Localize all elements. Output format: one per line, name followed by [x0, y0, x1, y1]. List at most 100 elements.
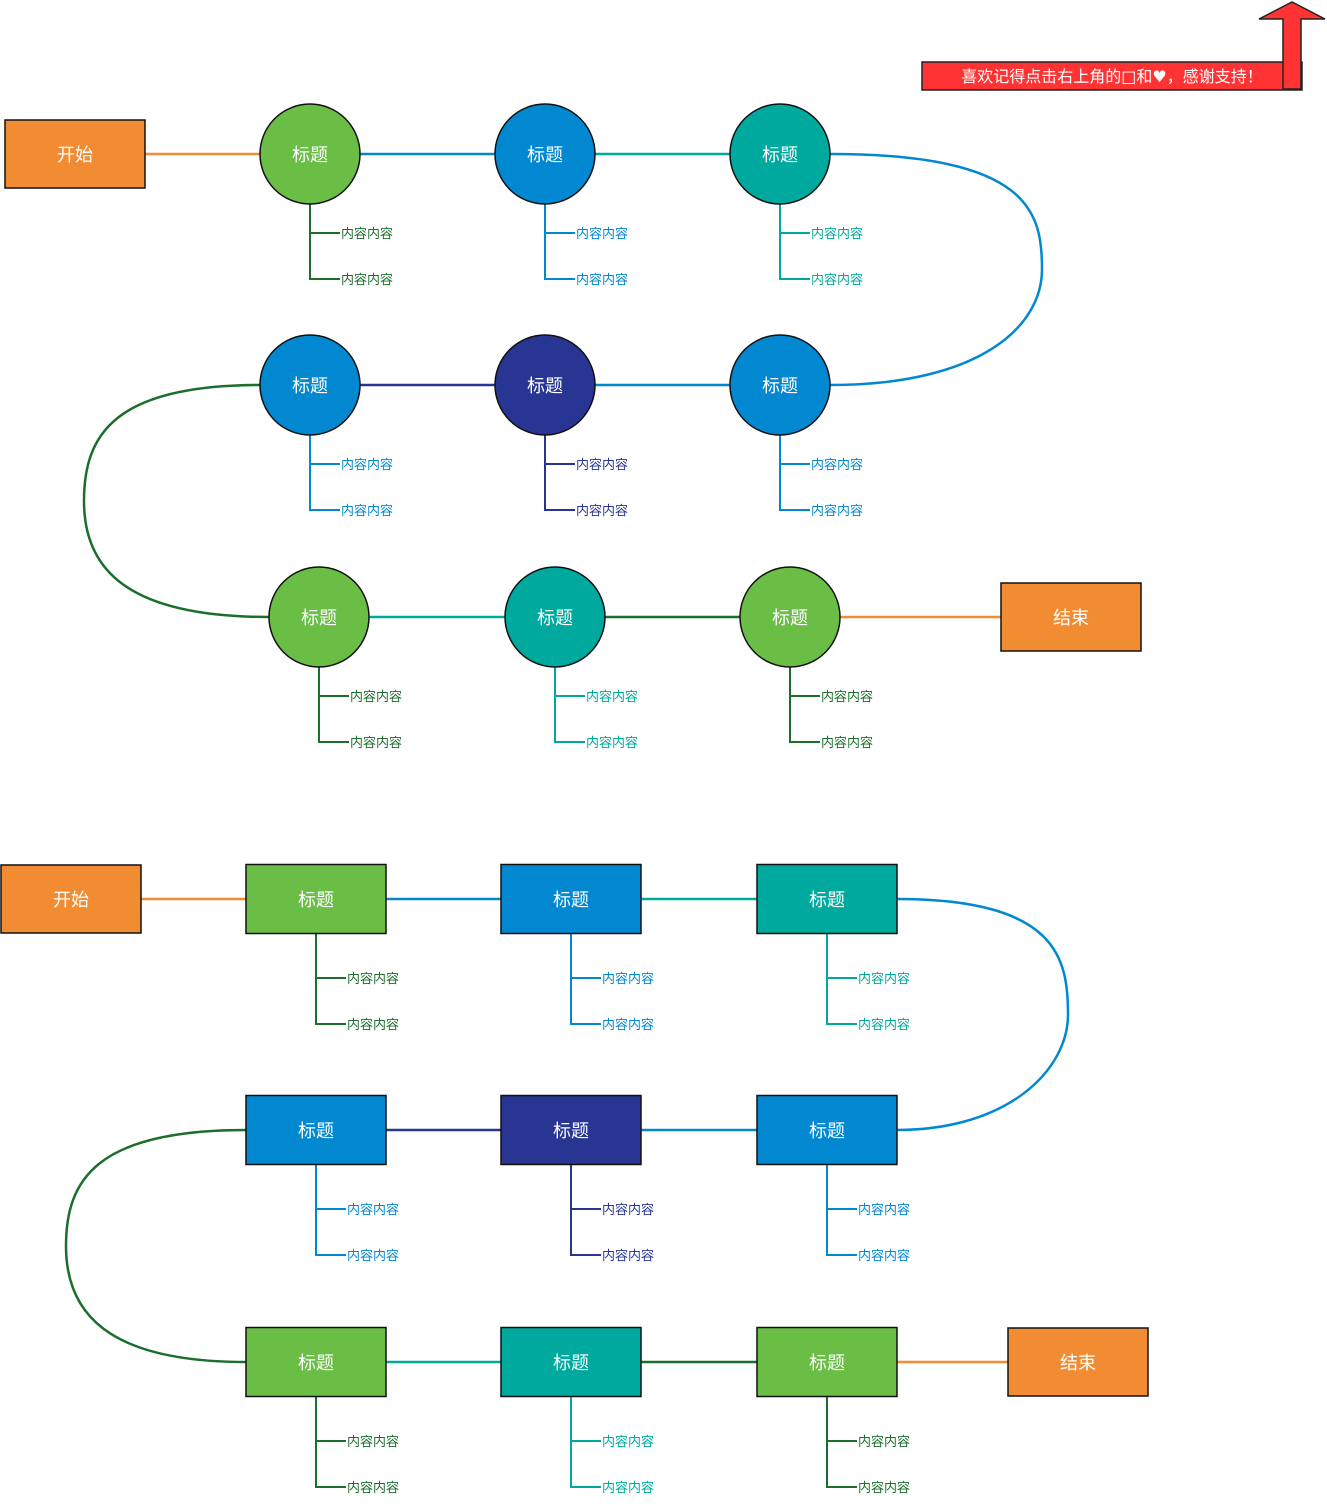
start-node[interactable]: 开始	[0, 864, 142, 934]
banner-text: 喜欢记得点击右上角的□和♥，感谢支持！	[961, 67, 1262, 86]
title-node[interactable]: 标题	[500, 1094, 642, 1166]
title-node-label: 标题	[292, 376, 328, 397]
title-node-label: 标题	[298, 1121, 334, 1142]
title-node-circle	[494, 103, 596, 205]
title-node[interactable]: 标题	[268, 566, 370, 668]
curve-connector-right	[829, 152, 1044, 387]
content-item: 内容内容	[602, 1248, 654, 1264]
end-node-box	[1000, 582, 1142, 652]
title-node[interactable]: 标题	[500, 1326, 642, 1398]
title-node-label: 标题	[292, 145, 328, 166]
curve-connector-left	[64, 1128, 247, 1364]
like-reminder-banner[interactable]: 喜欢记得点击右上角的□和♥，感谢支持！	[921, 1, 1326, 91]
content-item: 内容内容	[341, 272, 393, 288]
up-arrow-icon	[1258, 1, 1326, 90]
branch-line	[570, 1396, 601, 1488]
title-node-label: 标题	[762, 145, 798, 166]
title-node[interactable]: 标题	[245, 863, 387, 935]
title-node[interactable]: 标题	[245, 1326, 387, 1398]
content-item: 内容内容	[811, 226, 863, 242]
title-node-box	[500, 863, 642, 935]
title-node[interactable]: 标题	[504, 566, 606, 668]
title-node-label: 标题	[553, 1121, 589, 1142]
content-item: 内容内容	[576, 226, 628, 242]
title-node-label: 标题	[553, 890, 589, 911]
title-node-box	[500, 1094, 642, 1166]
title-node[interactable]: 标题	[259, 103, 361, 205]
title-node-box	[245, 863, 387, 935]
start-node[interactable]: 开始	[4, 119, 146, 189]
branch-line	[544, 204, 575, 280]
title-node[interactable]: 标题	[756, 1094, 898, 1166]
content-item: 内容内容	[341, 457, 393, 473]
title-node-label: 标题	[762, 376, 798, 397]
branch-line	[309, 435, 340, 511]
branch-line	[315, 1164, 346, 1256]
title-node-label: 标题	[537, 608, 573, 629]
content-item: 内容内容	[602, 1202, 654, 1218]
title-node[interactable]: 标题	[756, 863, 898, 935]
title-node-box	[500, 1326, 642, 1398]
start-node-label: 开始	[53, 890, 89, 911]
title-node[interactable]: 标题	[739, 566, 841, 668]
title-node-circle	[259, 334, 361, 436]
title-node-label: 标题	[298, 890, 334, 911]
branch-line	[570, 933, 601, 1025]
curve-connector-left	[82, 383, 270, 619]
content-item: 内容内容	[341, 226, 393, 242]
start-node-label: 开始	[57, 145, 93, 166]
title-node[interactable]: 标题	[245, 1094, 387, 1166]
content-item: 内容内容	[341, 503, 393, 519]
title-node-box	[245, 1094, 387, 1166]
flowchart-rect-nodes: 开始结束内容内容内容内容标题内容内容内容内容标题内容内容内容内容标题内容内容内容…	[0, 863, 1149, 1496]
title-node-label: 标题	[301, 608, 337, 629]
content-item: 内容内容	[347, 1248, 399, 1264]
branch-line	[789, 667, 820, 743]
end-node[interactable]: 结束	[1000, 582, 1142, 652]
content-item: 内容内容	[350, 689, 402, 705]
title-node-box	[756, 1326, 898, 1398]
branch-line	[315, 1396, 346, 1488]
content-item: 内容内容	[586, 689, 638, 705]
branch-line	[826, 933, 857, 1025]
branch-line	[826, 1396, 857, 1488]
title-node[interactable]: 标题	[729, 103, 831, 205]
title-node-box	[756, 863, 898, 935]
title-node[interactable]: 标题	[494, 103, 596, 205]
branch-line	[826, 1164, 857, 1256]
title-node-circle	[739, 566, 841, 668]
content-item: 内容内容	[576, 272, 628, 288]
title-node[interactable]: 标题	[259, 334, 361, 436]
end-node[interactable]: 结束	[1007, 1327, 1149, 1397]
title-node-label: 标题	[527, 145, 563, 166]
content-item: 内容内容	[602, 971, 654, 987]
content-item: 内容内容	[858, 1434, 910, 1450]
start-node-box	[4, 119, 146, 189]
title-node[interactable]: 标题	[756, 1326, 898, 1398]
banner-box	[921, 61, 1303, 91]
branch-line	[315, 933, 346, 1025]
content-item: 内容内容	[602, 1017, 654, 1033]
title-node[interactable]: 标题	[500, 863, 642, 935]
title-node-circle	[268, 566, 370, 668]
branch-line	[570, 1164, 601, 1256]
title-node-label: 标题	[809, 890, 845, 911]
end-node-label: 结束	[1060, 1353, 1096, 1374]
title-node[interactable]: 标题	[729, 334, 831, 436]
content-item: 内容内容	[858, 1480, 910, 1496]
title-node-label: 标题	[298, 1353, 334, 1374]
end-node-box	[1007, 1327, 1149, 1397]
title-node-label: 标题	[772, 608, 808, 629]
title-node-label: 标题	[527, 376, 563, 397]
content-item: 内容内容	[586, 735, 638, 751]
content-item: 内容内容	[576, 503, 628, 519]
content-item: 内容内容	[347, 1480, 399, 1496]
content-item: 内容内容	[811, 503, 863, 519]
content-item: 内容内容	[858, 1248, 910, 1264]
title-node-label: 标题	[809, 1121, 845, 1142]
content-item: 内容内容	[811, 272, 863, 288]
title-node-circle	[259, 103, 361, 205]
branch-line	[318, 667, 349, 743]
title-node[interactable]: 标题	[494, 334, 596, 436]
